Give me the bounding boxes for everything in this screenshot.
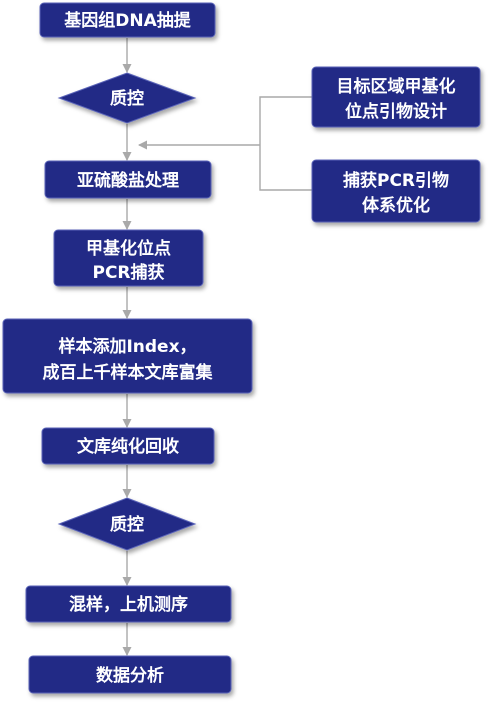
node-bisulfite-label: 亚硫酸盐处理 [77, 170, 179, 191]
node-primer-design: 目标区域甲基化 位点引物设计 [311, 66, 481, 128]
node-index: 样本添加Index， 成百上千样本文库富集 [2, 318, 253, 394]
node-extract-label: 基因组DNA抽提 [63, 10, 191, 31]
node-optimize: 捕获PCR引物 体系优化 [311, 159, 481, 223]
node-pcr-capture-label-1: 甲基化位点 [86, 238, 171, 259]
node-qc2-label: 质控 [110, 514, 144, 535]
node-optimize-label-1: 捕获PCR引物 [343, 170, 449, 191]
node-qc2: 质控 [57, 497, 197, 551]
node-qc1-label: 质控 [110, 88, 144, 109]
node-purify-label: 文库纯化回收 [77, 436, 179, 457]
bracket-optimize [259, 145, 312, 191]
node-primer-design-label-2: 位点引物设计 [345, 101, 447, 122]
node-bisulfite: 亚硫酸盐处理 [44, 160, 212, 199]
node-purify: 文库纯化回收 [41, 427, 215, 465]
node-primer-design-label-1: 目标区域甲基化 [337, 76, 456, 97]
node-mix-seq-label: 混样，上机测序 [69, 594, 188, 615]
node-qc1: 质控 [57, 72, 197, 124]
node-analysis: 数据分析 [28, 655, 232, 694]
node-index-label-1: 样本添加Index， [58, 336, 196, 357]
connectors [122, 38, 312, 656]
node-mix-seq: 混样，上机测序 [25, 585, 232, 623]
node-index-label-2: 成百上千样本文库富集 [43, 362, 214, 383]
bracket-primer-design [259, 96, 312, 145]
node-analysis-label: 数据分析 [96, 665, 164, 686]
node-optimize-label-2: 体系优化 [362, 195, 430, 216]
node-pcr-capture-label-2: PCR捕获 [92, 262, 164, 283]
node-pcr-capture: 甲基化位点 PCR捕获 [53, 229, 204, 287]
node-extract: 基因组DNA抽提 [39, 2, 216, 38]
